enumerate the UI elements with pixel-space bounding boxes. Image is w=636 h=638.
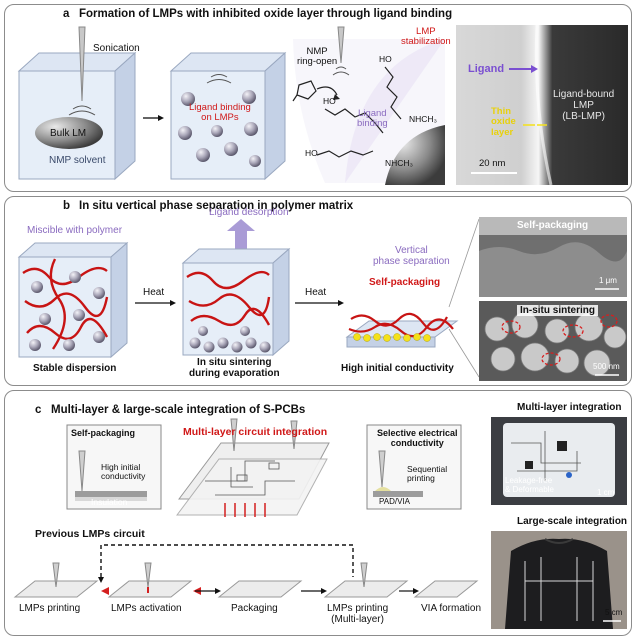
sintering-cube [181, 219, 291, 357]
in-situ-sintering-evap-label: In situ sintering during evaporation [189, 357, 280, 379]
sem-top-image [479, 217, 627, 297]
photo1-caption: Leakage-free & Deformable [505, 476, 554, 494]
nmp-solvent-label: NMP solvent [49, 155, 106, 166]
chem-ho-1: HO [379, 54, 392, 64]
stable-dispersion-label: Stable dispersion [33, 363, 117, 374]
ligand-desorption-label: Ligand desorption [209, 207, 289, 218]
sem-top-scale: 1 μm [599, 276, 617, 285]
large-scale-photo [491, 511, 627, 629]
ligand-binding-label: Ligand binding [357, 108, 388, 130]
vertical-phase-sep-label: Vertical phase separation [373, 245, 450, 267]
panel-c-graphics [13, 397, 627, 629]
panel-c: c Multi-layer & large-scale integration … [4, 390, 632, 636]
ligand-lmp-cube [169, 51, 287, 181]
multi-layer-circuit [176, 418, 330, 517]
multi-layer-photo [491, 397, 627, 505]
self-packaging-box [66, 424, 162, 510]
step-via-formation: VIA formation [421, 603, 482, 614]
photo1-title: Multi-layer integration [517, 402, 622, 413]
sem-bottom-label: In-situ sintering [517, 305, 598, 316]
sonication-label: Sonication [93, 43, 140, 54]
step-lmps-printing: LMPs printing [19, 603, 81, 614]
insulation-label: Insulation [91, 497, 128, 507]
lmp-stabilization-label: LMP stabilization [401, 26, 451, 48]
panel-b-letter: b [63, 200, 71, 212]
process-steps [13, 562, 479, 598]
multi-layer-circuit-label: Multi-layer circuit integration [183, 426, 328, 438]
previous-lmps-label: Previous LMPs circuit [35, 528, 145, 540]
step-lmps-printing-multi: LMPs printing (Multi-layer) [327, 603, 389, 625]
heat-label-2: Heat [305, 287, 327, 298]
panel-c-letter: c [35, 404, 42, 416]
panel-a-title: Formation of LMPs with inhibited oxide l… [79, 8, 453, 20]
nmp-ring-open-label: NMP ring-open [297, 46, 338, 68]
ligand-binding-on-lmps-label: Ligand binding on LMPs [189, 102, 251, 124]
selective-conductivity-box [366, 424, 462, 510]
self-packaging-box-title: Self-packaging [71, 428, 136, 438]
packaged-film [345, 312, 459, 348]
selective-conductivity-label: Selective electrical conductivity [377, 428, 458, 448]
high-initial-conductivity-label: High initial conductivity [341, 363, 454, 374]
step-packaging: Packaging [231, 603, 278, 614]
photo2-title: Large-scale integration [517, 516, 628, 527]
panel-b: b In situ vertical phase separation in p… [4, 196, 632, 386]
panel-c-title: Multi-layer & large-scale integration of… [51, 404, 306, 416]
tem-ligand-label: Ligand [468, 63, 505, 75]
photo2-scale: 5 cm [605, 608, 623, 617]
dispersion-cube [17, 241, 129, 359]
sem-top-label: Self-packaging [517, 220, 589, 231]
tem-image [456, 24, 628, 186]
heat-label-1: Heat [143, 287, 165, 298]
panel-b-graphics [17, 217, 627, 381]
sequential-printing-label: Sequential printing [407, 464, 448, 484]
chem-ho-2: HO [323, 96, 336, 106]
pad-via-label: PAD/VIA [379, 497, 410, 506]
bulk-lm-cube [17, 26, 137, 181]
photo1-scale: 1 cm [597, 488, 615, 497]
panel-a-graphics [17, 24, 628, 186]
panel-a: a Formation of LMPs with inhibited oxide… [4, 4, 632, 192]
tem-thin-oxide-label: Thin oxide layer [491, 106, 516, 138]
high-initial-conductivity-c: High initial conductivity [101, 462, 146, 482]
bulk-lm-label: Bulk LM [50, 128, 87, 139]
sem-bottom-scale: 500 nm [593, 362, 620, 371]
chem-nhch3-2: NHCH₃ [385, 158, 414, 168]
panel-a-letter: a [63, 8, 70, 20]
miscible-label: Miscible with polymer [27, 225, 123, 236]
tem-lb-lmp-label: Ligand-bound LMP (LB-LMP) [553, 89, 615, 122]
self-packaging-label: Self-packaging [369, 277, 441, 288]
chem-ho-3: HO [305, 148, 318, 158]
step-lmps-activation: LMPs activation [111, 603, 182, 614]
chem-nhch3-1: NHCH₃ [409, 114, 438, 124]
tem-scale-label: 20 nm [479, 158, 506, 169]
panel-b-title: In situ vertical phase separation in pol… [79, 200, 354, 212]
